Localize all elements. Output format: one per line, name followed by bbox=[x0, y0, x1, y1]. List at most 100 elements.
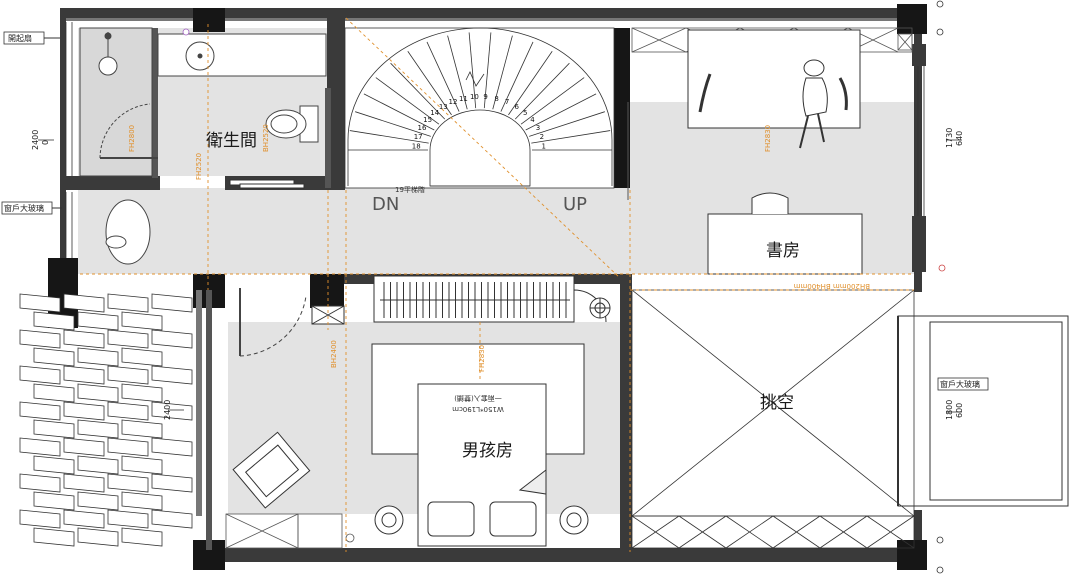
stair-number: 1 bbox=[542, 142, 546, 150]
balcony-tile bbox=[121, 527, 163, 547]
stair-tread bbox=[483, 32, 492, 109]
stair-tread bbox=[508, 50, 553, 116]
wall bbox=[327, 18, 345, 190]
balcony-tile bbox=[121, 311, 163, 331]
stair-outer-arc bbox=[347, 27, 613, 186]
bathroom-walls bbox=[60, 18, 345, 190]
balcony-tile bbox=[107, 437, 149, 457]
balcony-tile bbox=[19, 437, 61, 457]
stair-arrow bbox=[465, 71, 485, 87]
balcony-tile bbox=[77, 383, 119, 403]
rug-shape bbox=[105, 199, 151, 265]
height-label: BH2400 bbox=[330, 340, 338, 368]
column bbox=[193, 8, 225, 32]
stair-tread bbox=[349, 130, 429, 144]
balcony-tile bbox=[19, 293, 61, 313]
tag-open-fan: 開起扇 bbox=[3, 31, 60, 45]
ref-line bbox=[345, 17, 621, 279]
sliding-panel bbox=[239, 183, 305, 189]
tag-text: 開起扇 bbox=[8, 33, 32, 43]
dim-label: 640 bbox=[955, 131, 964, 146]
void-x-line bbox=[678, 515, 727, 549]
stair-tread bbox=[520, 77, 585, 125]
stair-tread bbox=[363, 93, 435, 131]
nightstand-lamp bbox=[381, 512, 397, 528]
cab-box bbox=[297, 513, 343, 549]
tag-box bbox=[937, 377, 989, 391]
desk bbox=[707, 192, 863, 275]
stair-tread bbox=[407, 50, 452, 116]
stair-up-label: UP bbox=[563, 194, 587, 215]
wardrobe-x bbox=[311, 305, 345, 325]
wall-left-upper bbox=[60, 8, 66, 274]
stair-tread bbox=[355, 111, 431, 137]
balcony-tile bbox=[77, 527, 119, 547]
windows bbox=[65, 22, 925, 258]
stair-number: 3 bbox=[536, 124, 540, 132]
person-head bbox=[803, 59, 825, 77]
balcony-tile bbox=[33, 527, 75, 547]
stair-tread bbox=[426, 41, 460, 112]
cab-box bbox=[897, 33, 913, 51]
void-x-line bbox=[772, 515, 821, 549]
boys-door bbox=[239, 288, 307, 357]
balcony-tile bbox=[77, 347, 119, 367]
marker bbox=[936, 566, 944, 574]
balcony-tile bbox=[63, 509, 105, 529]
balcony-tile bbox=[33, 455, 75, 475]
room-study: 書房 bbox=[766, 241, 800, 261]
hangers bbox=[380, 282, 570, 318]
balcony-tile bbox=[107, 509, 149, 529]
balcony-tile bbox=[63, 437, 105, 457]
shower-head bbox=[104, 32, 112, 40]
stair-down-label: DN bbox=[372, 194, 399, 215]
wall bbox=[196, 290, 202, 516]
nightstands bbox=[374, 505, 589, 535]
armchair-seat bbox=[244, 444, 300, 498]
stair-tread bbox=[447, 35, 468, 110]
rug-shape-inner bbox=[105, 235, 127, 249]
nightstand-lamp bbox=[566, 512, 582, 528]
room-boys: 男孩房 bbox=[462, 441, 513, 461]
stair-number: 15 bbox=[423, 116, 432, 124]
person-leg bbox=[799, 113, 825, 149]
void-bottom-band bbox=[631, 515, 915, 549]
marker bbox=[936, 28, 944, 36]
dim-label: 0 bbox=[41, 140, 50, 145]
stair-tread bbox=[390, 62, 446, 120]
treadmill-frame bbox=[687, 29, 861, 129]
height-label: FH2800 bbox=[128, 125, 136, 152]
shower-tray bbox=[79, 27, 153, 177]
height-label: FH2830 bbox=[764, 125, 772, 152]
toilet bbox=[265, 105, 319, 143]
stair-treads bbox=[348, 32, 612, 151]
stair-number: 10 bbox=[470, 93, 479, 101]
stair-tread bbox=[525, 93, 597, 131]
balcony-tile bbox=[77, 419, 119, 439]
balcony-tile bbox=[63, 365, 105, 385]
knob bbox=[345, 533, 355, 543]
bath-sliding-door bbox=[229, 179, 305, 189]
vanity bbox=[157, 33, 327, 77]
wall-top bbox=[60, 8, 920, 18]
stair-number: 11 bbox=[459, 95, 468, 103]
stair-tread bbox=[468, 32, 477, 109]
height-label: FH2830 bbox=[478, 345, 486, 372]
boys-bottom-cabinet bbox=[225, 513, 355, 549]
balcony-tile bbox=[63, 401, 105, 421]
balcony-tile bbox=[107, 293, 149, 313]
balcony-tile bbox=[121, 383, 163, 403]
stair-number: 7 bbox=[505, 98, 509, 106]
markers bbox=[182, 0, 946, 574]
room-bathroom: 衛生間 bbox=[206, 131, 257, 151]
bed-blanket-fold bbox=[518, 468, 547, 495]
cab-x bbox=[897, 33, 913, 51]
stair-inner-arc bbox=[429, 109, 531, 187]
balcony-tile bbox=[33, 491, 75, 511]
wardrobe-body bbox=[373, 275, 575, 323]
stair-tread bbox=[492, 35, 513, 110]
column bbox=[912, 216, 926, 272]
balcony-tile bbox=[121, 455, 163, 475]
stair-number: 18 bbox=[412, 142, 421, 150]
stair-number: 17 bbox=[414, 133, 423, 141]
